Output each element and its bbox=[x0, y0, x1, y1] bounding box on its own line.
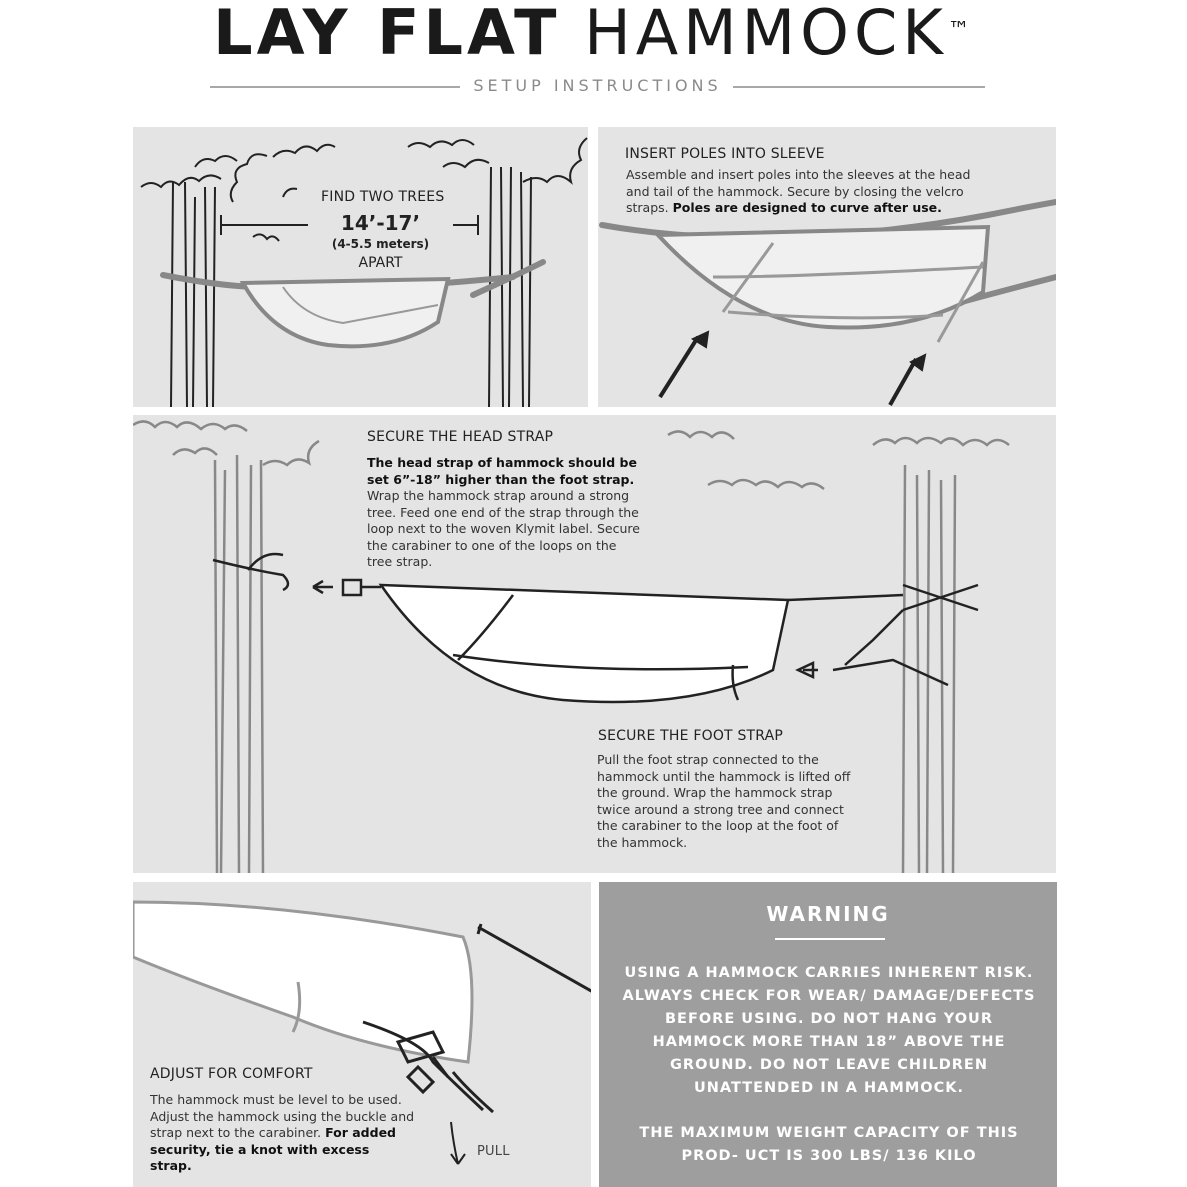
trademark: ™ bbox=[947, 18, 974, 43]
panel-secure-straps: SECURE THE HEAD STRAP The head strap of … bbox=[133, 415, 1056, 873]
title-light: HAMMOCK bbox=[584, 0, 948, 69]
step1-apart: APART bbox=[358, 255, 403, 271]
step3-heading: SECURE THE HEAD STRAP bbox=[367, 429, 554, 445]
adjust-illustration bbox=[133, 900, 591, 1165]
step3-text: The head strap of hammock should be set … bbox=[367, 455, 642, 571]
subtitle: SETUP INSTRUCTIONS bbox=[473, 76, 722, 95]
panel-adjust-comfort: ADJUST FOR COMFORT The hammock must be l… bbox=[133, 882, 591, 1187]
step2-bold: Poles are designed to curve after use. bbox=[672, 200, 942, 215]
subtitle-rule-right bbox=[733, 86, 985, 88]
warning-box: WARNING USING A HAMMOCK CARRIES INHERENT… bbox=[599, 882, 1057, 1187]
trees-illustration bbox=[140, 137, 588, 407]
step5-text: The hammock must be level to be used. Ad… bbox=[150, 1092, 415, 1175]
warning-capacity: THE MAXIMUM WEIGHT CAPACITY OF THIS PROD… bbox=[639, 1125, 1019, 1164]
step4-heading: SECURE THE FOOT STRAP bbox=[598, 728, 784, 744]
pull-label: PULL bbox=[477, 1144, 510, 1159]
subtitle-row: SETUP INSTRUCTIONS bbox=[210, 74, 985, 98]
step5-body: The hammock must be level to be used. Ad… bbox=[150, 1092, 415, 1140]
step3-bold: The head strap of hammock should be set … bbox=[367, 455, 637, 487]
step2-heading: INSERT POLES INTO SLEEVE bbox=[625, 146, 825, 162]
step5-bold: For added security, tie a knot with exce… bbox=[150, 1125, 397, 1173]
warning-rule bbox=[775, 938, 885, 940]
warning-body: USING A HAMMOCK CARRIES INHERENT RISK. A… bbox=[622, 965, 1036, 1096]
step3-body: Wrap the hammock strap around a strong t… bbox=[367, 488, 640, 569]
poles-illustration bbox=[599, 199, 1056, 406]
title-bold: LAY FLAT bbox=[213, 0, 561, 69]
step1-heading: FIND TWO TREES bbox=[321, 189, 445, 205]
panel-find-trees: FIND TWO TREES 14’-17’ (4-5.5 meters) AP… bbox=[133, 127, 588, 407]
step5-heading: ADJUST FOR COMFORT bbox=[150, 1066, 313, 1082]
subtitle-rule-left bbox=[210, 86, 460, 88]
step1-distance: 14’-17’ bbox=[308, 211, 453, 235]
panel-insert-poles: INSERT POLES INTO SLEEVE Assemble and in… bbox=[598, 127, 1056, 407]
straps-illustration bbox=[133, 420, 1010, 873]
warning-title: WARNING bbox=[766, 902, 890, 926]
step2-text: Assemble and insert poles into the sleev… bbox=[626, 167, 976, 217]
page-title: LAY FLAT HAMMOCK™ bbox=[0, 0, 1187, 64]
step1-meters: (4-5.5 meters) bbox=[331, 237, 430, 251]
step2-body: Assemble and insert poles into the sleev… bbox=[626, 167, 971, 215]
step4-text: Pull the foot strap connected to the ham… bbox=[597, 752, 851, 850]
